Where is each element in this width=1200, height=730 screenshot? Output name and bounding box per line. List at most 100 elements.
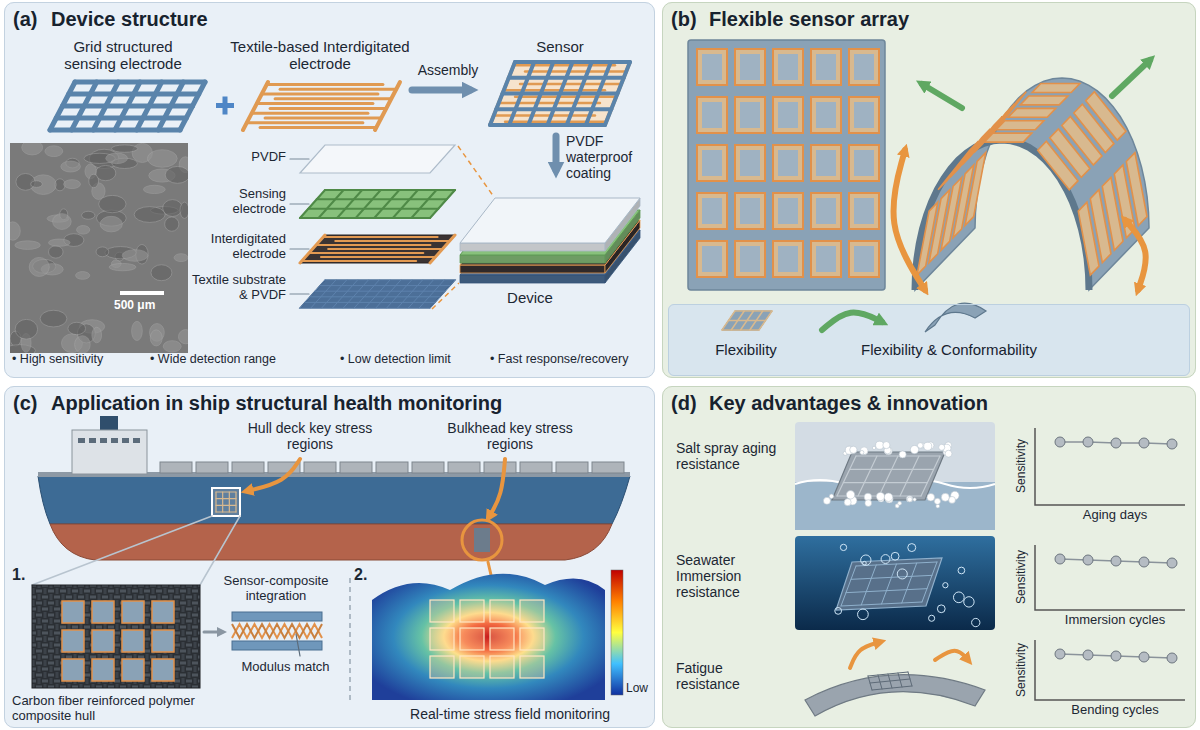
advantages-illustration — [795, 422, 1185, 716]
sensor-cell — [735, 241, 765, 277]
chart-point — [1167, 558, 1177, 568]
grid-electrode — [137, 82, 162, 130]
bubble — [958, 567, 965, 574]
salt-crystal — [872, 446, 875, 449]
chart-axis — [1035, 545, 1185, 610]
sem-texture — [109, 263, 136, 270]
deck-hatch — [376, 462, 408, 473]
sem-texture — [48, 239, 70, 246]
key-label: Flexibility — [691, 341, 801, 358]
bend-arrow — [1125, 220, 1146, 290]
feature-bullet: • Fast response/recovery — [490, 352, 628, 366]
sensor-electrode — [499, 102, 600, 105]
sensor-sample — [858, 456, 877, 496]
bubble — [972, 618, 980, 626]
sensor-electrode — [494, 114, 595, 117]
exploded-layer — [300, 235, 455, 263]
window — [111, 438, 118, 443]
stress-field — [372, 574, 605, 700]
sensor-cell — [460, 628, 484, 650]
hull-bottom — [50, 524, 612, 560]
sem-texture — [147, 150, 177, 168]
assembly-arrow — [412, 87, 470, 94]
textile-weave — [398, 280, 423, 308]
interdigitated-fingers — [302, 260, 416, 262]
panel-letter: (c) — [13, 392, 37, 415]
sensor-cell — [1078, 202, 1099, 275]
hull-sensor — [222, 492, 223, 512]
textile-weave — [354, 280, 379, 308]
sensor-cell — [917, 202, 938, 275]
textile-layer — [232, 624, 322, 638]
interdigitated-electrode — [260, 126, 376, 129]
leader-line — [290, 293, 309, 294]
sem-texture — [40, 310, 67, 327]
dashed-guide — [432, 283, 459, 309]
sensor-sample — [921, 456, 940, 496]
sensor-cell — [1038, 141, 1078, 189]
feature-bullet: • Wide detection range — [150, 352, 276, 366]
interdigitated-electrode — [252, 112, 368, 115]
advantage-label: Salt spray aging resistance — [676, 440, 788, 472]
grid-electrode — [180, 82, 205, 130]
sensor-cell — [816, 198, 836, 224]
carbon-panel — [32, 585, 200, 688]
sensor-cell — [1032, 84, 1080, 93]
sensor-cell — [92, 601, 114, 623]
sensor-cell — [740, 198, 760, 224]
salt-crystal — [883, 442, 890, 449]
sensor-cell — [811, 241, 841, 277]
sensor-cell — [490, 656, 514, 678]
arrow — [204, 631, 222, 634]
interdigitated-fingers — [309, 252, 423, 254]
feature-bullet: • Low detection limit — [340, 352, 451, 366]
interdigitated-electrode — [262, 93, 378, 96]
panel: (d)Key advantages & innovation — [662, 386, 1196, 728]
hull-sensor — [229, 492, 230, 512]
layer-label: Interdigitated electrode — [192, 232, 286, 262]
sensor-electrode — [514, 64, 615, 67]
textile-weave — [387, 280, 412, 308]
sensor-cell — [849, 193, 879, 229]
deck-hatch — [592, 462, 624, 473]
salt-crystal — [913, 498, 916, 501]
axis-label: Bending cycles — [1045, 703, 1185, 718]
bubble — [835, 607, 842, 614]
bent-sample — [888, 674, 892, 688]
sem-texture — [150, 330, 162, 346]
sem-texture — [29, 257, 49, 276]
textile-weave — [333, 280, 358, 308]
interdigitated-fingers — [321, 256, 435, 258]
sensor-cell — [735, 145, 765, 181]
sensor-cell — [92, 659, 114, 681]
bend-arrow — [850, 642, 880, 668]
window — [133, 438, 140, 443]
sensor-cell — [740, 246, 760, 272]
panel-letter: (a) — [13, 8, 37, 31]
salt-crystal — [924, 442, 932, 450]
sensor-cell — [697, 97, 727, 133]
axis-label: Sensitivity — [1015, 550, 1029, 604]
salt-crystal — [850, 446, 857, 453]
sensor-cell — [996, 121, 1044, 130]
grid-electrode — [50, 82, 75, 130]
sensor-cell — [62, 601, 84, 623]
sensor-cell — [778, 150, 798, 176]
deck-hatch — [160, 462, 192, 473]
bubble — [929, 615, 935, 621]
bubble — [943, 583, 948, 588]
sensor-cell — [849, 49, 879, 85]
sensor-cell — [430, 656, 454, 678]
caption-label: Real-time stress field monitoring — [378, 706, 642, 722]
sensor-cell — [62, 659, 84, 681]
sensor-cell — [735, 49, 765, 85]
sem-texture — [96, 247, 109, 257]
panel-heading: Device structure — [51, 8, 208, 31]
window — [89, 438, 96, 443]
sensor-cell — [854, 54, 874, 80]
sensor-cell — [773, 97, 803, 133]
bubble — [908, 544, 916, 552]
device-structure-illustration — [4, 62, 640, 357]
grid-electrode — [72, 82, 97, 130]
bubble — [953, 592, 964, 603]
